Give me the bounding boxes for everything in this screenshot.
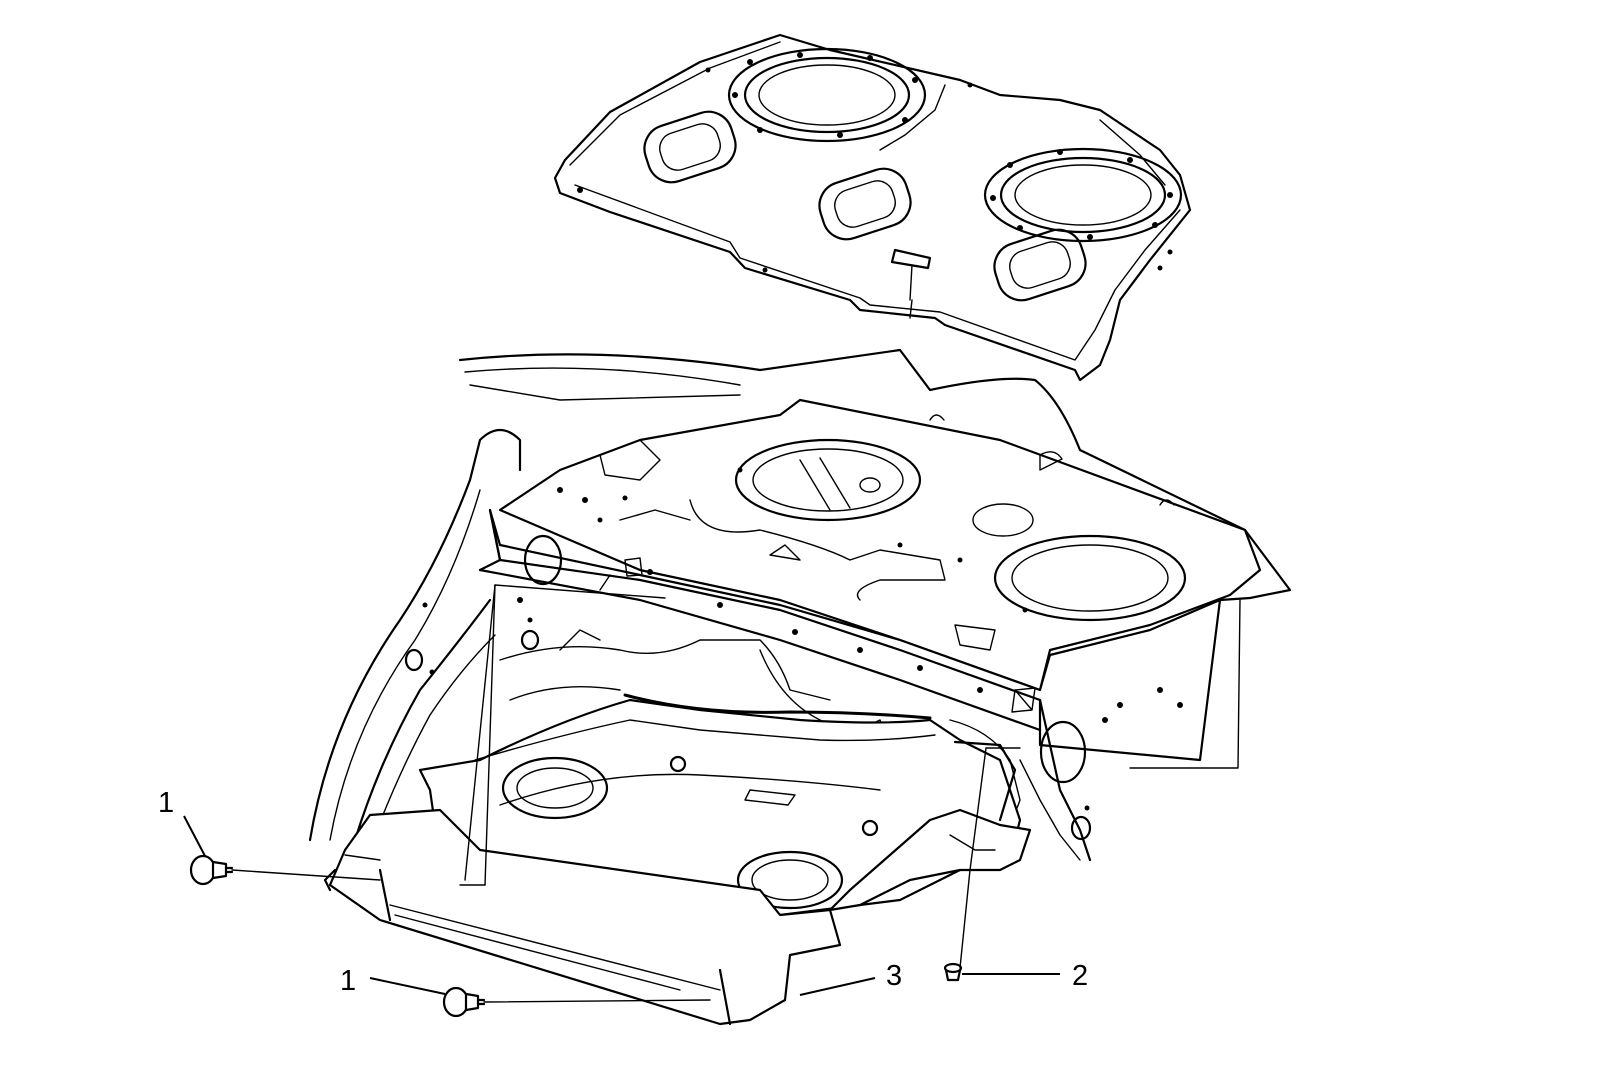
callout-1-upper-label: 1	[158, 787, 174, 819]
callout-3-label: 3	[886, 960, 902, 992]
callout-1-upper: 1	[158, 787, 205, 856]
callout-1-lower-label: 1	[340, 965, 356, 997]
callout-3: 3	[800, 960, 902, 995]
rear-body-structure	[310, 350, 1290, 860]
push-in-retainer-upper	[191, 856, 232, 884]
screw	[945, 964, 961, 980]
alignment-lines	[232, 300, 1240, 1002]
callout-2: 2	[962, 960, 1088, 992]
push-in-retainer-lower	[444, 988, 484, 1016]
rear-shelf-trim-panel	[555, 35, 1190, 380]
rear-compartment-trim-panel	[325, 695, 1030, 1024]
callout-1-lower: 1	[340, 965, 445, 997]
callout-2-label: 2	[1072, 960, 1088, 992]
